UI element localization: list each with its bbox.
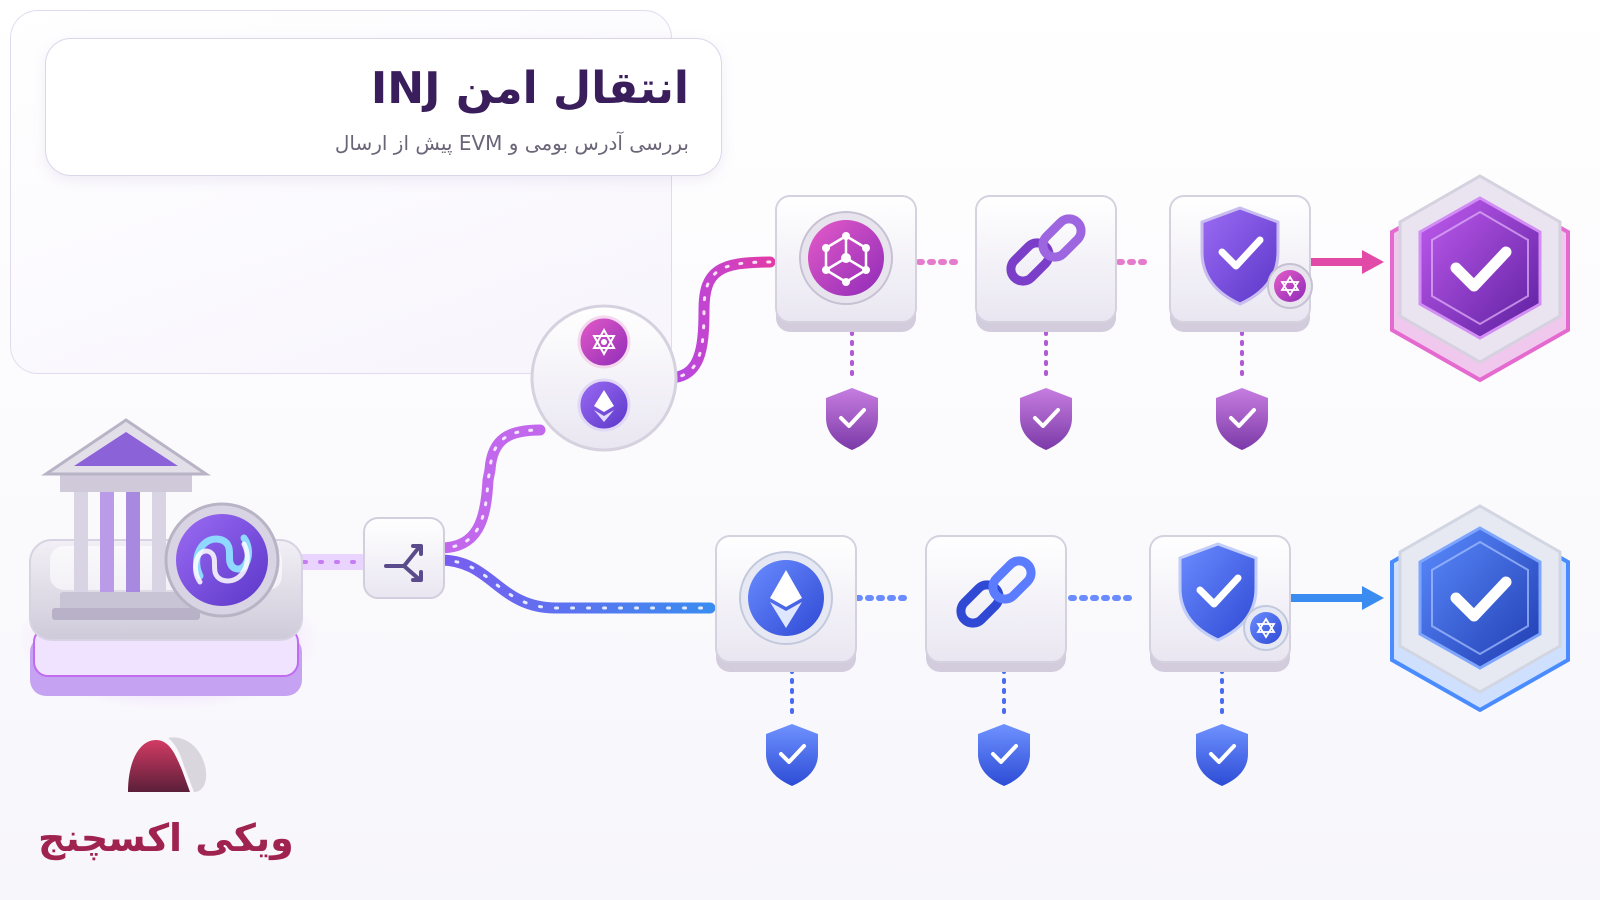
cosmos-network-icon [577,315,631,369]
evm-step-verify [1149,535,1291,672]
evm-checkpoint-3 [1196,724,1248,786]
cosmos-network-icon [1267,263,1313,309]
chain-link-icon [956,556,1036,628]
shield-check-icon [1200,206,1280,306]
hexagon-check-icon [1418,526,1542,670]
fork-arrow-icon [384,544,423,582]
evm-checkpoint-1 [766,724,818,786]
flow-connectors [280,250,1384,716]
ethereum-icon [577,378,631,432]
shield-check-icon [1178,542,1258,642]
evm-checkpoint-2 [978,724,1030,786]
page-title: انتقال امن INJ [370,63,689,114]
cosmos-network-icon [1243,605,1289,651]
evm-step-link [925,535,1067,672]
network-selector [530,304,678,452]
native-step-verify [1169,195,1313,332]
evm-final-check [1390,504,1570,713]
brand-name: ویکی اکسچنج [38,816,294,860]
shield-check-icon [826,388,878,450]
page-subtitle: بررسی آدرس بومی و EVM پیش از ارسال [334,131,689,155]
shield-check-icon [1196,724,1248,786]
native-step-address [775,195,917,332]
shield-check-icon [1020,388,1072,450]
source-bank [18,418,318,710]
ethereum-icon [739,551,833,645]
native-final-check [1390,174,1570,383]
hexagon-check-icon [1418,196,1542,340]
native-checkpoint-1 [826,388,878,450]
native-checkpoint-2 [1020,388,1072,450]
brand-logo-mark [128,737,207,792]
route-split-node [363,517,445,599]
shield-check-icon [978,724,1030,786]
shield-check-icon [766,724,818,786]
evm-step-address [715,535,857,672]
title-card: انتقال امن INJ بررسی آدرس بومی و EVM پیش… [45,38,722,176]
native-step-link [975,195,1117,332]
shield-check-icon [1216,388,1268,450]
chain-link-icon [1006,214,1086,286]
native-checkpoint-3 [1216,388,1268,450]
bank-building-icon [41,418,211,620]
cosmos-network-icon [799,211,893,305]
injective-logo-icon [164,502,280,618]
